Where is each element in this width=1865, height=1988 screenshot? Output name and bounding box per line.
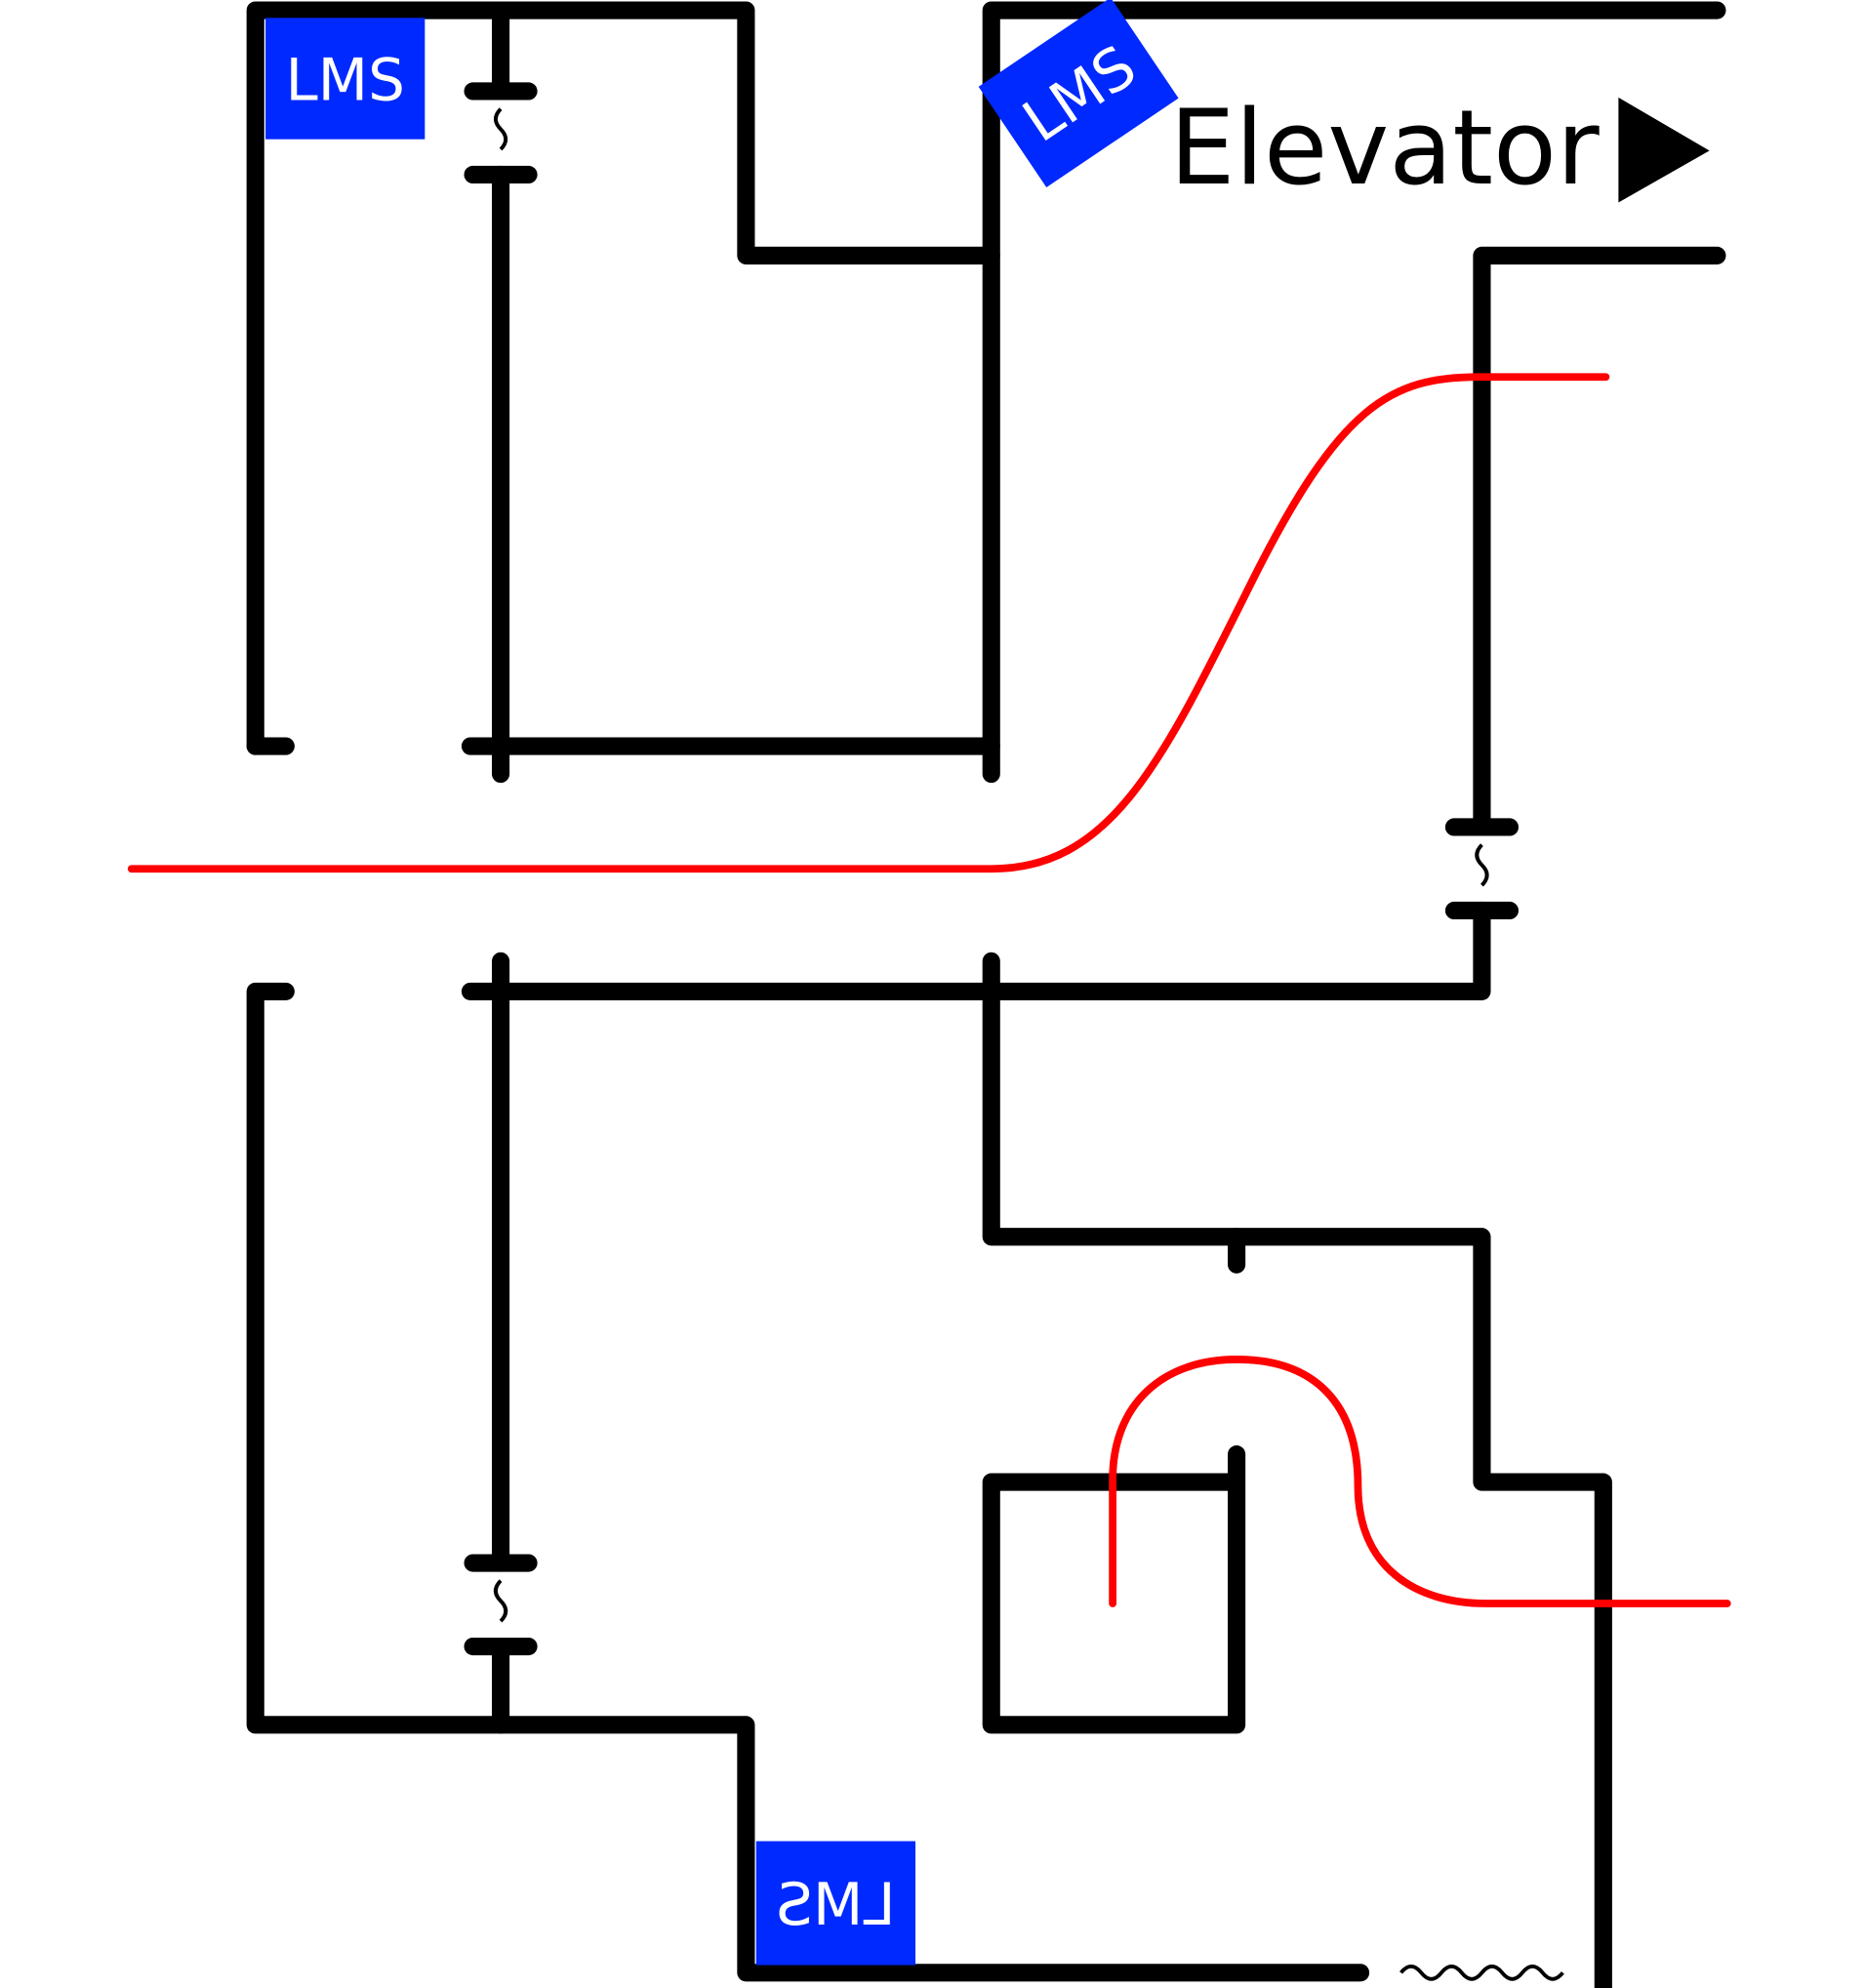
route-lower bbox=[1109, 1356, 1731, 1607]
elevator-arrow-icon bbox=[1618, 97, 1710, 203]
robot-routes bbox=[127, 373, 1731, 1607]
elevator-label: Elevator bbox=[1169, 88, 1600, 209]
svg-text:LMS: LMS bbox=[285, 48, 404, 115]
svg-text:LMS: LMS bbox=[776, 1872, 895, 1939]
lms-sensor-top-right: LMS bbox=[978, 0, 1179, 187]
doors bbox=[464, 82, 1564, 1981]
route-main bbox=[127, 373, 1610, 873]
lms-sensor-top-left: LMS bbox=[265, 18, 426, 140]
lms-sensor-bottom: LMS bbox=[755, 1841, 916, 1966]
walls bbox=[246, 1, 1726, 1988]
